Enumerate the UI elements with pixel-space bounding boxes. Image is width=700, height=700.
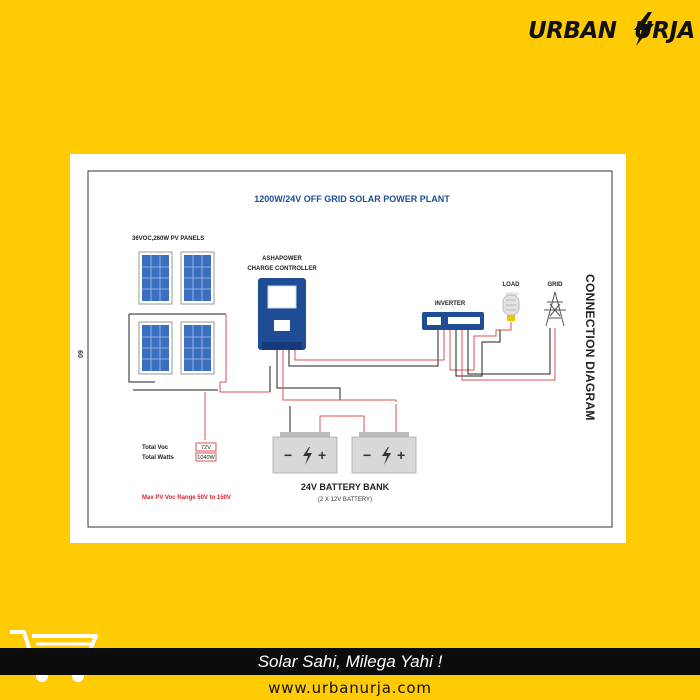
- solar-panel: [138, 251, 173, 305]
- brand-name-part2: URJA: [634, 18, 695, 44]
- load-label: LOAD: [503, 282, 521, 288]
- website-link[interactable]: www.urbanurja.com: [268, 679, 432, 697]
- pv-range-note: Max PV Voc Range 50V to 150V: [142, 495, 231, 501]
- tagline-banner: [0, 648, 700, 675]
- connection-diagram-card: 1200W/24V OFF GRID SOLAR POWER PLANT 60 …: [70, 154, 626, 543]
- side-title: CONNECTION DIAGRAM: [583, 274, 597, 421]
- connection-diagram: 1200W/24V OFF GRID SOLAR POWER PLANT 60 …: [76, 170, 613, 528]
- panels-label: 36VOC,260W PV PANELS: [132, 236, 204, 242]
- diagram-border: [87, 170, 613, 528]
- brand-name-part1: URBAN: [528, 18, 617, 44]
- brand-logo: URBAN URJA: [528, 12, 695, 48]
- power-pylon-icon: [544, 291, 566, 327]
- system-wiring: [269, 322, 556, 402]
- panel-wiring: [128, 313, 270, 393]
- battery-minus: −: [284, 447, 292, 463]
- battery: − +: [351, 432, 417, 474]
- charge-controller: [258, 278, 306, 350]
- battery-bank-label: 24V BATTERY BANK: [301, 482, 390, 492]
- inverter-label: INVERTER: [435, 301, 466, 307]
- battery-plus: +: [318, 447, 326, 463]
- controller-label: CHARGE CONTROLLER: [247, 266, 317, 272]
- battery: − +: [272, 432, 338, 474]
- solar-panel: [138, 321, 173, 375]
- total-watts-value: 1040W: [197, 455, 215, 461]
- totals-box: Total Voc 72V Total Watts 1040W: [142, 392, 217, 462]
- lightning-bolt-icon: [634, 12, 654, 46]
- battery-bank-sublabel: (2 X 12V BATTERY): [318, 497, 372, 503]
- total-voc-value: 72V: [201, 445, 211, 451]
- battery-plus: +: [397, 447, 405, 463]
- controller-label-brand: ASHAPOWER: [262, 256, 302, 262]
- battery-wiring: [289, 404, 397, 432]
- solar-panel: [180, 321, 215, 375]
- tagline: Solar Sahi, Milega Yahi !: [257, 652, 443, 671]
- lightbulb-icon: [502, 292, 520, 321]
- solar-panel: [180, 251, 215, 305]
- grid-label: GRID: [548, 282, 564, 288]
- diagram-title: 1200W/24V OFF GRID SOLAR POWER PLANT: [254, 194, 450, 204]
- total-watts-label: Total Watts: [142, 455, 174, 461]
- inverter: [422, 312, 484, 330]
- side-number: 60: [76, 350, 83, 358]
- total-voc-label: Total Voc: [142, 445, 169, 451]
- battery-minus: −: [363, 447, 371, 463]
